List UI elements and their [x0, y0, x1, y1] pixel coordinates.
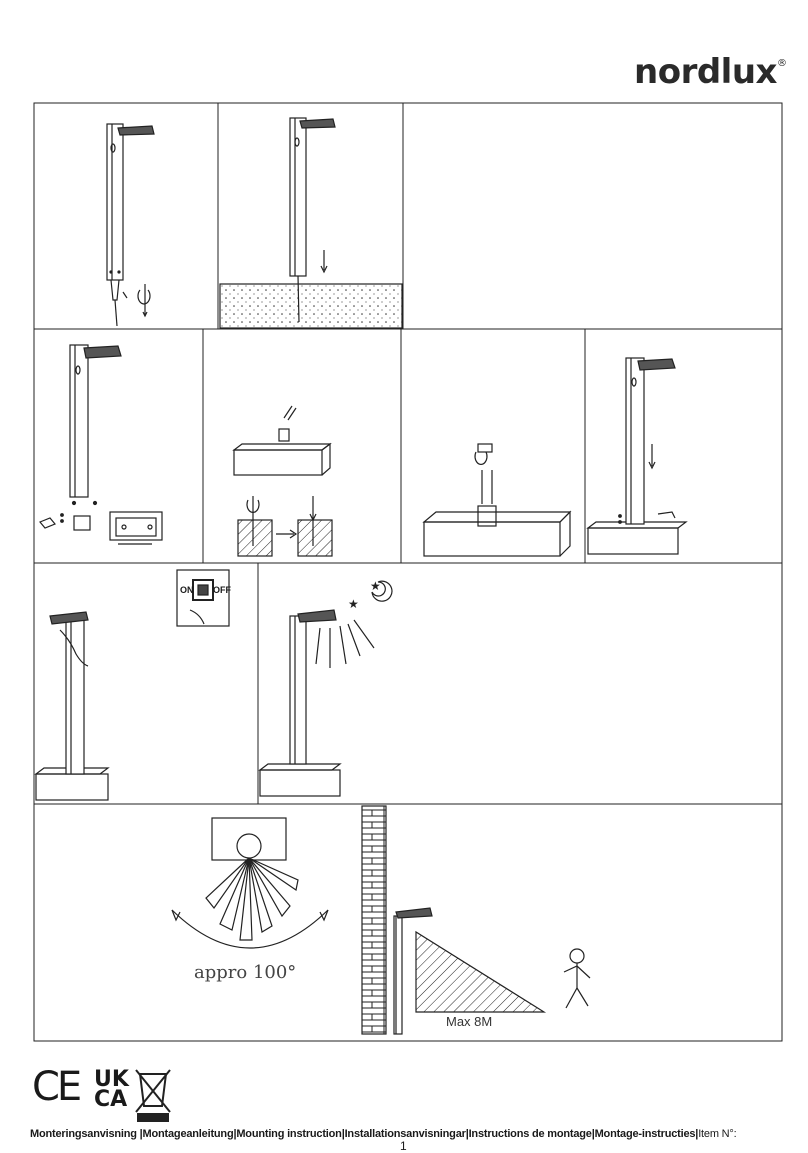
panel-screw-block — [422, 443, 572, 557]
svg-text:★: ★ — [348, 597, 359, 611]
ce-mark: CE — [32, 1064, 82, 1110]
panel-lamp-mounted — [586, 357, 688, 555]
item-number-label: Item N°: — [698, 1128, 737, 1140]
brand-logo-text: nordlux — [634, 52, 777, 92]
panel-dusk-sensor: ★ ★ — [258, 579, 393, 797]
range-label: Max 8M — [446, 1014, 493, 1029]
panel-lamp-spike — [106, 123, 155, 327]
footer-languages: Monteringsanvisning |Montageanleitung|Mo… — [30, 1128, 699, 1140]
ukca-mark: UK CA — [94, 1067, 129, 1112]
angle-label: appro 100° — [194, 962, 297, 983]
switch-on-label: ON — [180, 585, 194, 595]
panel-lamp-ground — [219, 117, 403, 329]
ukca-bottom: CA — [94, 1087, 128, 1112]
cert-marks — [135, 1069, 171, 1122]
ukca-top: UK — [94, 1067, 129, 1092]
registered-mark: ® — [776, 58, 787, 69]
panel-switch-on — [34, 569, 230, 801]
switch-off-label: OFF — [213, 585, 231, 595]
weee-bin-icon — [135, 1069, 171, 1122]
panel-sensor-range — [361, 805, 591, 1035]
svg-text:★: ★ — [370, 579, 381, 593]
panel-bracket-anchor — [232, 405, 333, 557]
panel-lamp-bracket — [39, 344, 163, 545]
brand-logo: nordlux® — [634, 52, 787, 92]
page-number: 1 — [400, 1139, 407, 1153]
panel-sensor-angle — [171, 817, 329, 949]
panel-grid — [33, 102, 783, 1042]
footer-title: Monteringsanvisning |Montageanleitung|Mo… — [30, 1128, 790, 1140]
